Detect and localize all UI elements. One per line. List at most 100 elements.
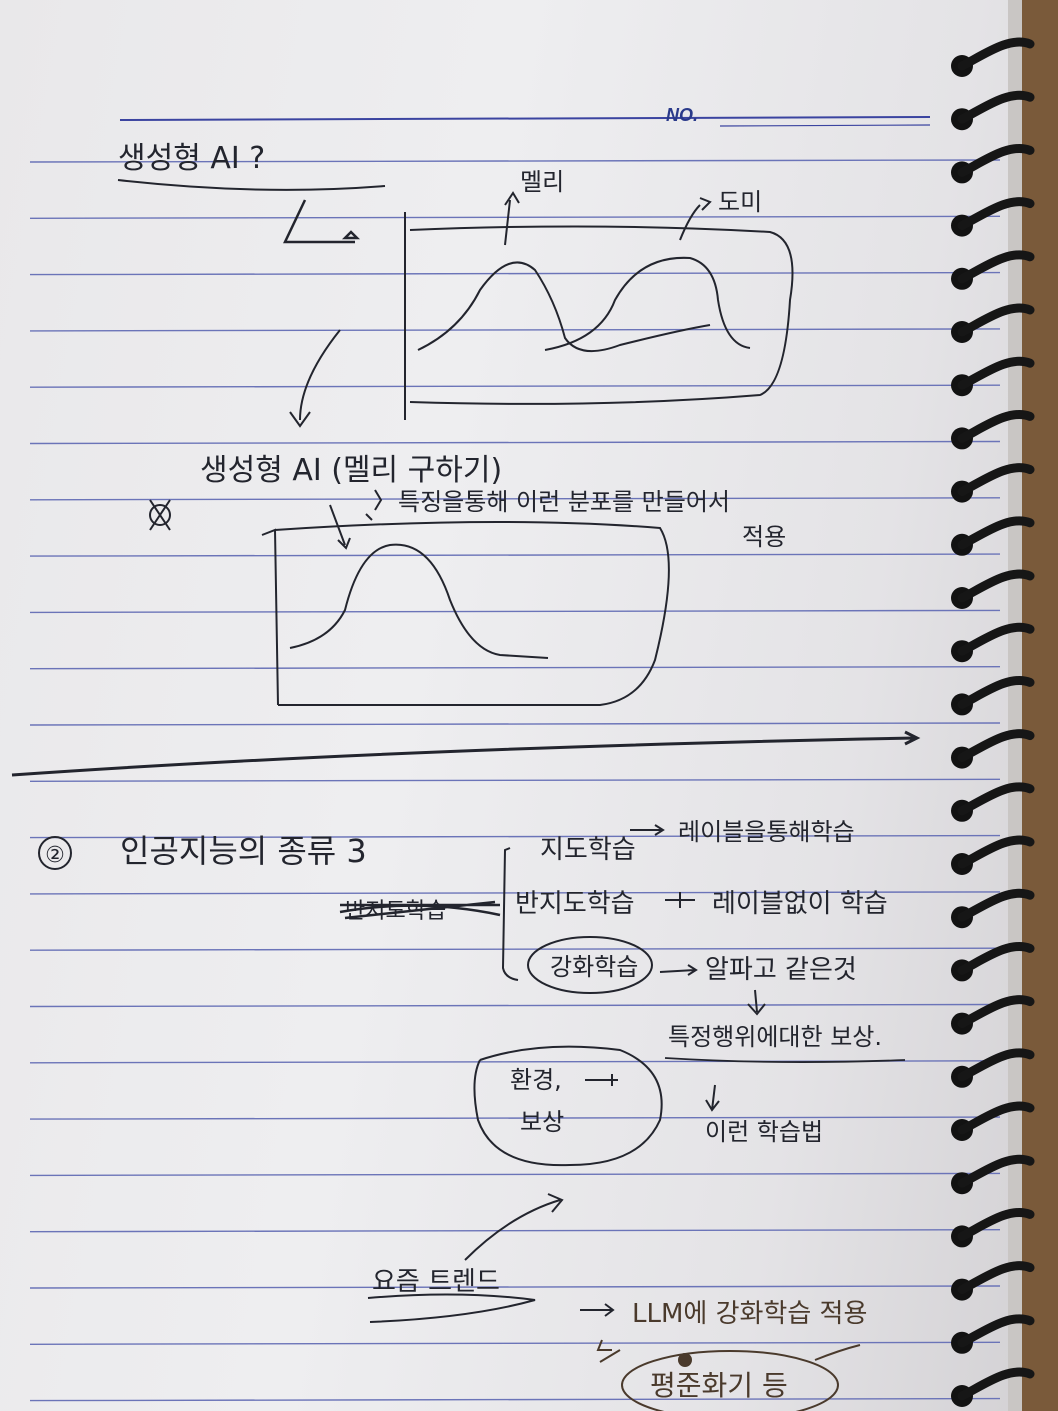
item-1-term: 지도학습 xyxy=(540,835,636,865)
section1-note2: 적용 xyxy=(742,523,786,551)
item-3-arrow-icon xyxy=(659,964,698,976)
learning-note: 이런 학습법 xyxy=(705,1118,823,1146)
binding-ring xyxy=(957,1048,1035,1082)
ruled-line xyxy=(29,1341,1001,1346)
bottom-note: 평준화기 등 xyxy=(650,1369,788,1402)
reward-note: 특정행위에대한 보상. xyxy=(668,1023,882,1051)
env-line-2: 보상 xyxy=(520,1108,564,1136)
section2-number: ② xyxy=(45,843,65,868)
ruled-line xyxy=(29,328,1001,332)
ruled-line xyxy=(29,834,1001,839)
binding-ring xyxy=(957,37,1035,71)
no-label: NO. xyxy=(666,105,698,125)
chart1-curve-peak1 xyxy=(417,261,711,353)
note-arrow-icon xyxy=(365,489,383,521)
item-3-circle xyxy=(527,936,653,994)
reward-underline xyxy=(664,1057,906,1063)
chart2-arrow-icon xyxy=(329,504,351,550)
bottom-circle xyxy=(621,1350,839,1411)
chart1-frame xyxy=(409,225,794,405)
trend-underline xyxy=(367,1293,536,1323)
binding-ring xyxy=(957,729,1035,763)
item-3-desc: 알파고 같은것 xyxy=(705,955,857,985)
llm-note: LLM에 강화학습 적용 xyxy=(632,1299,867,1329)
peak1-pointer-icon xyxy=(504,191,520,246)
binding-ring xyxy=(957,622,1035,656)
trend-arrow-icon xyxy=(464,1193,564,1261)
item-1-arrow-icon xyxy=(630,824,665,836)
down-arrow-icon xyxy=(289,329,341,428)
tree-bracket xyxy=(501,847,519,981)
binding-ring xyxy=(957,676,1035,709)
down-arrow-2-icon xyxy=(747,989,766,1016)
chart2-frame xyxy=(274,520,670,706)
binding-ring xyxy=(957,250,1035,284)
ruled-line xyxy=(29,1285,1001,1289)
ruled-line xyxy=(29,891,1001,895)
item-2-desc: 레이블없이 학습 xyxy=(712,889,888,919)
ruled-line xyxy=(29,159,1001,163)
scribble-strike xyxy=(339,900,501,920)
binding-ring xyxy=(957,516,1035,550)
binding-ring xyxy=(957,1314,1035,1348)
binding-ring xyxy=(957,995,1035,1029)
ruled-line xyxy=(29,497,1001,501)
binding-ring xyxy=(957,197,1035,231)
paper-stack-edge xyxy=(1008,0,1022,1411)
trend-label: 요즘 트렌드 xyxy=(372,1267,500,1297)
section2-heading: 인공지능의 종류 3 xyxy=(120,832,367,870)
item-1-desc: 레이블을통해학습 xyxy=(678,818,855,846)
title-underline xyxy=(117,179,386,191)
no-underline xyxy=(719,124,931,127)
binding-ring xyxy=(957,1154,1035,1188)
env-arrow-icon xyxy=(585,1074,618,1086)
chart2-curve xyxy=(289,543,549,659)
binding-ring xyxy=(957,410,1035,443)
bug-doodle-icon xyxy=(149,499,171,531)
section1-note: 특징을통해 이런 분포를 만들어서 xyxy=(398,488,730,516)
down-arrow-3-icon xyxy=(705,1084,720,1112)
binding-ring xyxy=(957,1367,1035,1401)
ruled-lines xyxy=(29,159,1001,1402)
ruled-line xyxy=(29,1397,1001,1402)
ruled-line xyxy=(29,215,1001,220)
section-divider xyxy=(11,730,921,777)
header-rule xyxy=(119,116,931,121)
peak2-label: 도미 xyxy=(718,188,762,216)
ruled-line xyxy=(29,722,1001,726)
number-circle xyxy=(38,836,72,870)
binding-ring xyxy=(957,144,1035,177)
ink-dot xyxy=(678,1353,692,1367)
binding-ring xyxy=(957,303,1035,337)
binding-ring xyxy=(957,463,1035,497)
binding-ring xyxy=(957,888,1035,922)
section1-title2: 생성형 AI (멜리 구하기) xyxy=(200,453,502,488)
binding-ring xyxy=(957,1261,1035,1295)
bottom-right-arrow-icon xyxy=(814,1344,861,1361)
binding-ring xyxy=(957,1208,1035,1241)
ruled-line xyxy=(29,1116,1001,1120)
peak2-pointer-icon xyxy=(679,197,712,241)
peak1-label: 멜리 xyxy=(520,168,564,196)
ruled-line xyxy=(29,947,1001,951)
env-line-1: 환경, xyxy=(510,1066,562,1094)
notebook-back-cover xyxy=(1020,0,1058,1411)
llm-arrow-icon xyxy=(580,1303,615,1317)
section1-title: 생성형 AI ? xyxy=(118,141,265,176)
ruled-line xyxy=(29,384,1001,388)
spiral-binding xyxy=(951,37,1035,1407)
env-circle xyxy=(473,1045,663,1167)
ruled-line xyxy=(29,440,1001,445)
corner-arrow-icon xyxy=(283,199,361,244)
binding-ring xyxy=(957,569,1035,603)
item-2-arrow-icon xyxy=(665,892,695,908)
ruled-line xyxy=(29,271,1001,276)
ruled-line xyxy=(29,666,1001,670)
item-3-term: 강화학습 xyxy=(550,953,638,981)
ruled-line xyxy=(29,778,1001,782)
binding-ring xyxy=(957,942,1035,975)
ruled-line xyxy=(29,1228,1001,1233)
binding-ring xyxy=(957,90,1035,124)
